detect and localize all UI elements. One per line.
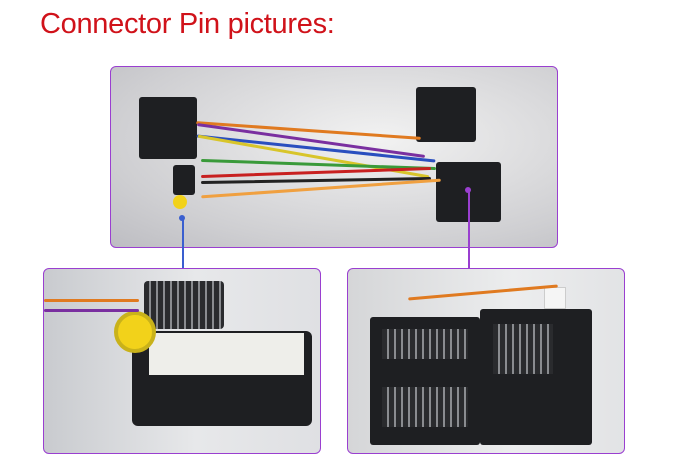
pin-row <box>493 324 553 374</box>
small-connector <box>173 165 195 195</box>
pointer-line-right <box>468 190 470 268</box>
pin-header <box>144 281 224 329</box>
harness-overview-photo <box>110 66 558 248</box>
wire <box>44 309 139 312</box>
wire <box>44 299 139 302</box>
pointer-dot-left <box>179 215 185 221</box>
white-connector <box>544 287 566 309</box>
wire <box>408 284 558 301</box>
page-title: Connector Pin pictures: <box>40 8 335 40</box>
product-label <box>149 333 304 375</box>
pin-row <box>382 329 468 359</box>
pointer-dot-right <box>465 187 471 193</box>
pin-row <box>382 387 468 427</box>
pointer-line-left <box>182 218 184 268</box>
vehicle-connector-top <box>416 87 476 142</box>
rca-connector <box>173 195 187 209</box>
rca-connector <box>114 311 156 353</box>
vehicle-connectors-detail-photo <box>347 268 625 454</box>
adapter-box-detail-photo <box>43 268 321 454</box>
adapter-box <box>139 97 197 159</box>
